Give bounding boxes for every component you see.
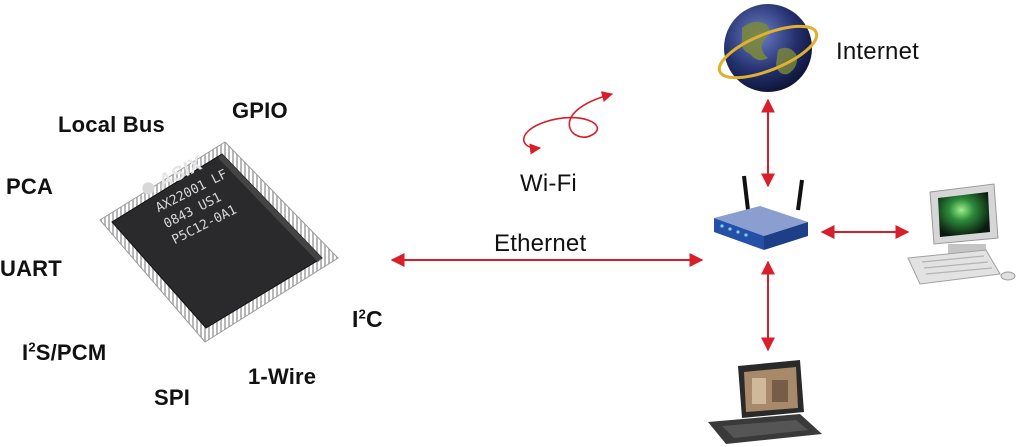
internet-globe-icon — [717, 4, 819, 92]
label-wifi: Wi-Fi — [520, 170, 577, 197]
wifi-wave-arrow — [523, 91, 614, 155]
i2s-superscript: 2 — [28, 339, 36, 355]
asix-chip-icon: ASIX AX22001 LF 0843 US1 P5C12-0A1 — [99, 141, 339, 343]
label-pca: PCA — [6, 174, 54, 199]
i2c-rest: C — [366, 306, 383, 332]
desktop-computer-icon — [907, 183, 1016, 285]
label-uart: UART — [0, 256, 62, 281]
label-ethernet: Ethernet — [494, 230, 587, 257]
i2s-rest: S/PCM — [35, 340, 107, 365]
laptop-computer-icon — [708, 360, 822, 444]
label-spi: SPI — [154, 385, 191, 410]
label-local-bus: Local Bus — [58, 112, 165, 137]
i2s-base: I — [22, 340, 29, 365]
i2c-base: I — [352, 306, 359, 332]
label-i2c: I2C — [352, 306, 383, 333]
label-gpio: GPIO — [232, 98, 288, 123]
label-internet: Internet — [836, 38, 919, 65]
label-i2s-pcm: I2S/PCM — [22, 340, 106, 366]
wireless-router-icon — [714, 175, 808, 250]
i2c-superscript: 2 — [358, 306, 367, 322]
label-1-wire: 1-Wire — [248, 364, 317, 389]
